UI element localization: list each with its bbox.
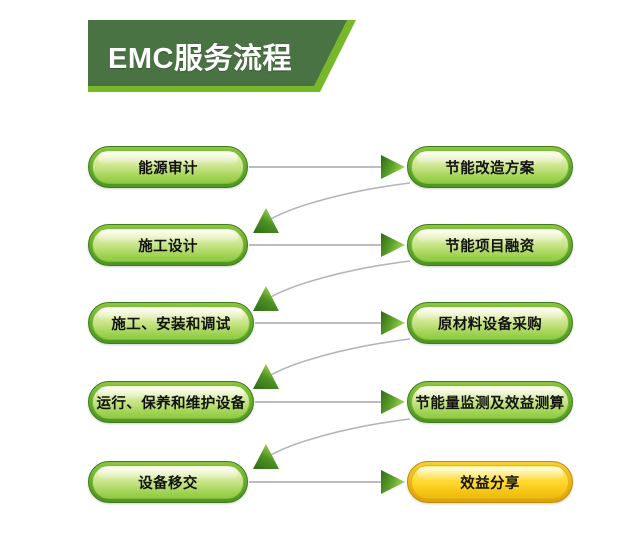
- node-energy-audit[interactable]: 能源审计: [88, 146, 248, 188]
- node-label: 节能改造方案: [445, 160, 535, 177]
- node-label: 节能量监测及效益测算: [415, 395, 565, 412]
- node-operate-maintain[interactable]: 运行、保养和维护设备: [88, 381, 254, 423]
- node-measure-verify[interactable]: 节能量监测及效益测算: [407, 381, 573, 423]
- node-label: 效益分享: [460, 475, 520, 492]
- node-label: 施工、安装和调试: [111, 316, 231, 333]
- connector-straight-row-4: [255, 390, 405, 414]
- connector-curve-row-2-to-3: [253, 260, 411, 311]
- banner-body-shape: [88, 20, 347, 86]
- node-retrofit-plan[interactable]: 节能改造方案: [407, 146, 573, 188]
- node-label: 运行、保养和维护设备: [96, 395, 246, 412]
- node-material-purchase[interactable]: 原材料设备采购: [407, 302, 573, 344]
- connector-curve-row-1-to-2: [253, 182, 411, 233]
- connector-curve-row-3-to-4: [253, 338, 411, 389]
- node-label: 设备移交: [138, 475, 198, 492]
- connector-straight-row-2: [249, 233, 405, 257]
- node-project-financing[interactable]: 节能项目融资: [407, 224, 573, 266]
- node-label: 施工设计: [138, 238, 198, 255]
- connector-straight-row-5: [249, 470, 405, 494]
- page-title: EMC服务流程: [108, 43, 292, 75]
- node-construction-design[interactable]: 施工设计: [88, 224, 248, 266]
- node-install-commission[interactable]: 施工、安装和调试: [88, 302, 254, 344]
- title-banner: EMC服务流程: [88, 20, 356, 92]
- node-handover[interactable]: 设备移交: [88, 461, 248, 503]
- node-benefit-sharing[interactable]: 效益分享: [407, 461, 573, 503]
- connector-curve-row-4-to-5: [253, 418, 411, 469]
- node-label: 能源审计: [138, 160, 198, 177]
- node-label: 原材料设备采购: [437, 316, 543, 333]
- connector-straight-row-3: [255, 311, 405, 335]
- connector-straight-row-1: [249, 155, 405, 179]
- title-banner-shape: [88, 20, 356, 92]
- node-label: 节能项目融资: [445, 238, 535, 255]
